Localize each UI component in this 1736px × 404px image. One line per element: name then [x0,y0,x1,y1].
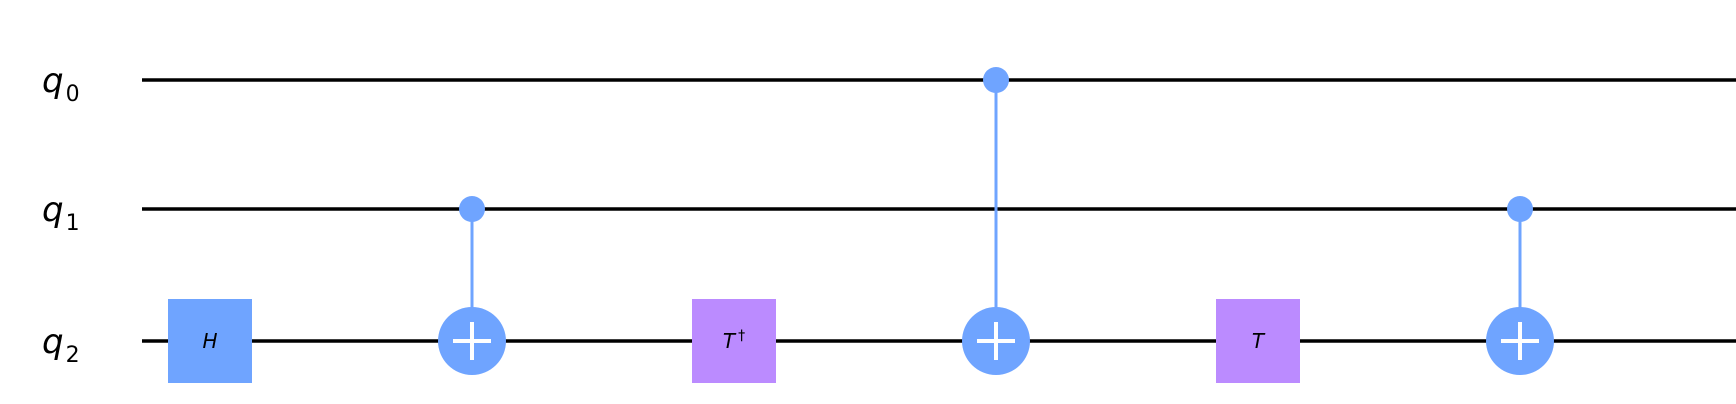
plus-icon [977,322,1015,360]
gate-box [692,299,776,383]
cnot-gate-3 [962,67,1030,375]
control-dot-icon [983,67,1009,93]
control-dot-icon [459,196,485,222]
hadamard-gate-0: H [168,299,252,383]
qubit-label-2: q2 [42,322,80,368]
plus-icon [453,322,491,360]
gate-label: H [202,329,217,353]
gate-label: T [1252,329,1266,353]
gate-box [1216,299,1300,383]
qubit-labels: q0 q1 q2 [42,61,80,368]
plus-icon [1501,322,1539,360]
wires [142,78,1736,343]
t-dagger-gate-2: T† [692,299,776,383]
cnot-gate-1 [438,196,506,375]
t-gate-4: T [1216,299,1300,383]
gate-label: T† [723,328,745,353]
gates: HT†TT†TTHTT† [168,67,1554,383]
gate-box [168,299,252,383]
control-dot-icon [1507,196,1533,222]
qubit-label-0: q0 [42,61,80,107]
cnot-gate-5 [1486,196,1554,375]
qubit-label-1: q1 [42,190,80,236]
